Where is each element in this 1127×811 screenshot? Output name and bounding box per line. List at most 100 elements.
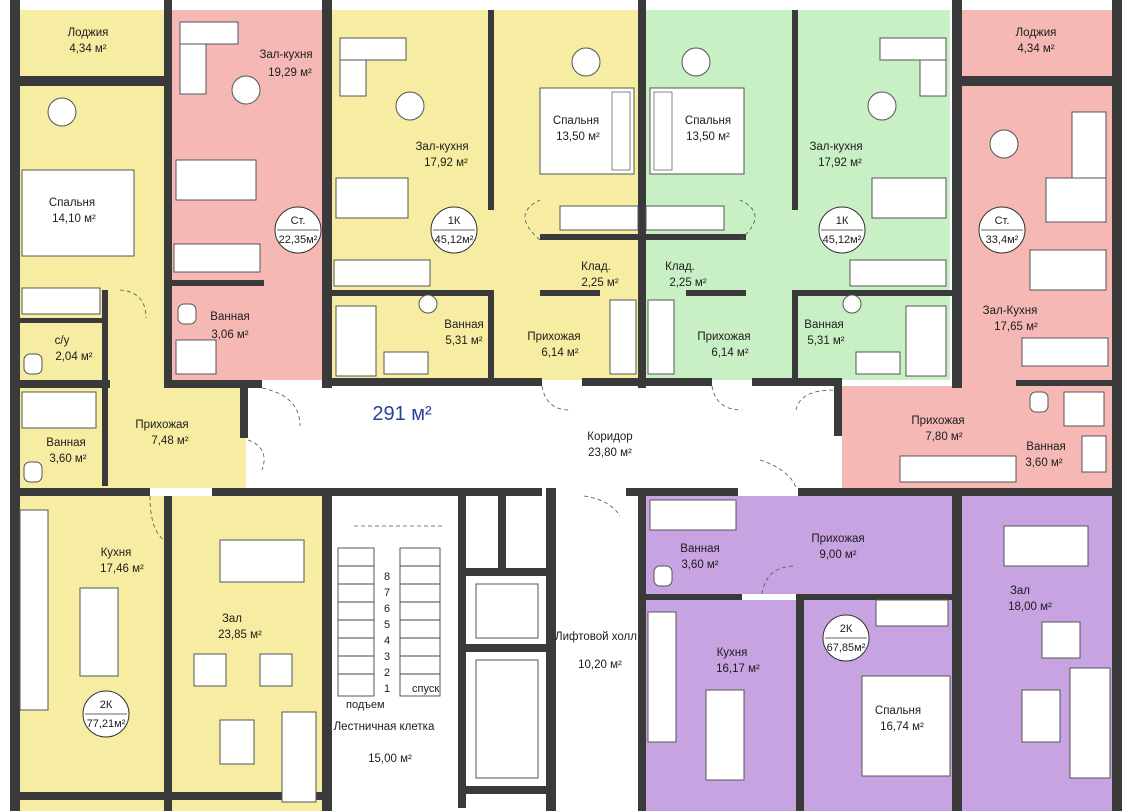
room-area-bedroom-14: 14,10 м² [52,213,96,225]
room-name-living-kitchen-a: Зал-кухня [259,49,312,61]
wall [582,378,712,386]
wall [102,388,108,486]
room-area-hall-f: 9,00 м² [819,549,856,561]
fill-hall-f [742,496,962,594]
stair-step-1: 1 [384,683,390,695]
wall [686,290,746,296]
bathtub [649,499,737,531]
badge-area: 45,12м² [435,234,474,246]
room-name-hall-left: Прихожая [135,419,188,431]
bathtub [905,305,947,377]
room-area-corridor: 23,80 м² [588,447,632,459]
sofa [1045,177,1107,223]
room-area-living-kitchen-a: 19,29 м² [268,67,312,79]
room-name-bath-a: Ванная [210,311,249,323]
room-area-zal-e: 23,85 м² [218,629,262,641]
wall [20,318,106,323]
kitchen-counter [647,611,677,743]
badge-studio-d: Ст. 33,4м² [978,206,1026,254]
badge-area: 22,35м² [279,234,318,246]
stair-step-7: 7 [384,587,390,599]
wall [322,488,332,811]
wardrobe [21,287,101,315]
stair-step-numbers: 1 2 3 4 5 6 7 8 [384,571,390,695]
toilet [23,353,43,375]
wall [458,568,466,808]
wall [458,786,548,794]
room-area-lift-hall: 10,20 м² [578,659,622,671]
room-name-storage-b: Клад. [581,261,611,273]
room-name-hall-b: Прихожая [527,331,580,343]
wardrobe [645,205,725,231]
toilet [177,303,197,325]
toilet [23,461,43,483]
room-area-bath-c: 5,31 м² [807,335,844,347]
dining-table [219,539,305,583]
room-name-bath-b: Ванная [444,319,483,331]
wall [638,488,646,811]
armchair [571,47,601,77]
stair-step-3: 3 [384,651,390,663]
badge-area: 67,85м² [827,642,866,654]
furniture [19,21,1111,803]
room-area-stairwell: 15,00 м² [368,753,412,765]
wall [1112,0,1122,811]
lift-cabin [475,659,539,779]
armchair [259,653,293,687]
shower [175,339,217,375]
bed-pillow [611,91,631,171]
wall [458,644,548,652]
room-name-storage-c: Клад. [665,261,695,273]
room-area-wc: 2,04 м² [55,351,92,363]
wall [20,380,110,388]
wall [488,290,494,380]
dining-table [1003,525,1089,567]
room-area-storage-c: 2,25 м² [669,277,706,289]
wall [10,0,20,78]
wall [792,290,952,296]
stair-flight [337,547,375,697]
room-area-bedroom-f: 16,74 м² [880,721,924,733]
door-swing [524,199,541,241]
wall [322,0,332,388]
badge-type: Ст. [291,215,306,227]
lift-cabin [475,583,539,639]
badge-studio-a: Ст. 22,35м² [274,206,322,254]
wall [164,496,172,811]
dining-table [175,159,257,201]
room-area-zal-f: 18,00 м² [1008,601,1052,613]
bed [21,169,135,257]
wall [102,290,108,380]
door-swing [261,387,301,427]
kitchen-counter [333,259,431,287]
room-name-stairwell: Лестничная клетка [334,721,435,733]
room-area-hall-d: 7,80 м² [925,431,962,443]
wall [10,792,164,800]
room-area-bath-left: 3,60 м² [49,453,86,465]
room-name-wc: с/у [55,335,70,347]
room-area-bedroom-b: 13,50 м² [556,131,600,143]
wall [488,10,494,210]
wall [952,0,962,388]
wall [540,234,638,240]
sofa [179,21,239,45]
sofa [879,37,947,61]
room-name-loggia-left: Лоджия [68,27,109,39]
toilet [418,294,438,314]
fill-loggia-right [962,10,1112,78]
wall [458,488,466,568]
kitchen-counter [1021,337,1109,367]
wall [164,0,172,388]
room-name-hall-f: Прихожая [811,533,864,545]
wardrobe [899,455,1017,483]
door-swing [541,385,571,411]
wall [638,0,646,388]
armchair [681,47,711,77]
coffee-table [219,719,255,765]
coffee-table [1021,689,1061,743]
room-labels: Лоджия 4,34 м² Зал-кухня 19,29 м² Спальн… [46,27,1065,765]
sink [383,351,429,375]
room-area-bath-a: 3,06 м² [211,329,248,341]
room-area-bath-d: 3,60 м² [1025,457,1062,469]
